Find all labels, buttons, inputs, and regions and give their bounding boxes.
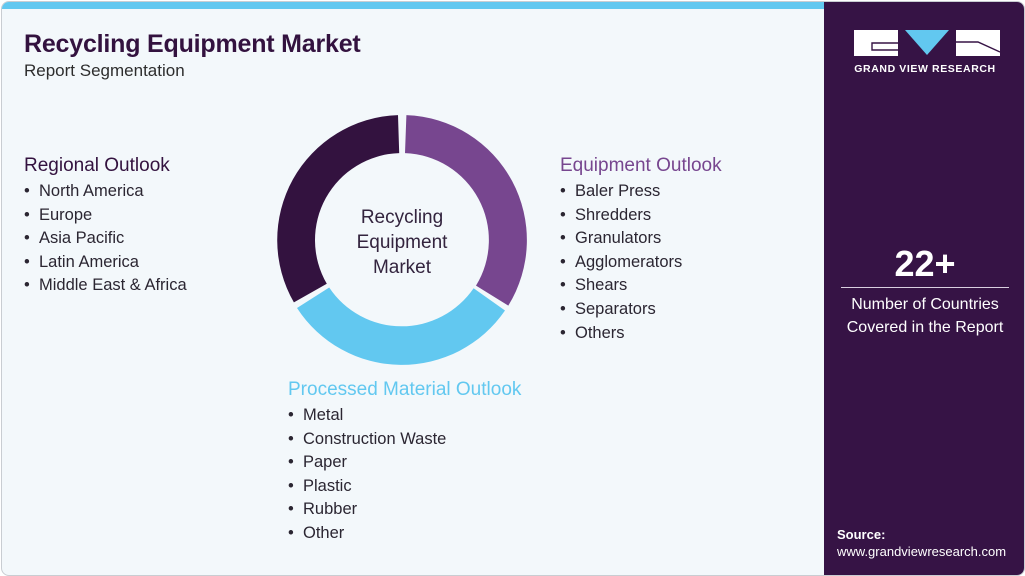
list-item: •Paper [288, 451, 521, 475]
equipment-outlook-section: Equipment Outlook •Baler Press •Shredder… [560, 155, 722, 345]
donut-center-label: Recycling Equipment Market [356, 207, 448, 278]
donut-segment-material [297, 287, 505, 365]
regional-list: •North America •Europe •Asia Pacific •La… [24, 180, 187, 298]
material-list: •Metal •Construction Waste •Paper •Plast… [288, 404, 521, 546]
list-item: •Asia Pacific [24, 227, 187, 251]
bullet-icon: • [288, 476, 294, 495]
bullet-icon: • [288, 500, 294, 519]
list-item: •Other [288, 522, 521, 546]
list-item: •Shredders [560, 204, 722, 228]
list-item: •Shears [560, 274, 722, 298]
list-item: •Granulators [560, 227, 722, 251]
list-item: •Baler Press [560, 180, 722, 204]
list-item: •North America [24, 180, 187, 204]
list-item: •Rubber [288, 498, 521, 522]
section-title: Regional Outlook [24, 155, 170, 176]
bullet-icon: • [560, 276, 566, 295]
list-item: •Others [560, 322, 722, 346]
stat-divider [841, 287, 1009, 288]
bullet-icon: • [288, 429, 294, 448]
regional-outlook-section: Regional Outlook •North America •Europe … [24, 155, 187, 298]
list-item: •Separators [560, 298, 722, 322]
bullet-icon: • [288, 453, 294, 472]
donut-segment-equipment [405, 115, 527, 306]
list-item: •Construction Waste [288, 428, 521, 452]
section-title: Processed Material Outlook [288, 379, 522, 400]
bullet-icon: • [288, 406, 294, 424]
top-accent-bar [2, 2, 824, 9]
countries-count: 22+ [894, 243, 956, 284]
bullet-icon: • [24, 182, 30, 200]
source-label: Source: [837, 527, 886, 542]
list-item: •Plastic [288, 475, 521, 499]
bullet-icon: • [560, 205, 566, 224]
page-subtitle: Report Segmentation [24, 61, 185, 80]
grand-view-research-logo-icon [854, 30, 1000, 56]
bullet-icon: • [24, 229, 30, 248]
donut-segment-regional [277, 115, 400, 303]
list-item: •Metal [288, 404, 521, 428]
segmentation-donut-chart [277, 115, 527, 365]
bullet-icon: • [24, 252, 30, 271]
source-url: www.grandviewresearch.com [837, 544, 1007, 559]
bullet-icon: • [288, 523, 294, 542]
list-item: •Latin America [24, 251, 187, 275]
list-item: •Agglomerators [560, 251, 722, 275]
page-title: Recycling Equipment Market [24, 30, 361, 58]
list-item: •Middle East & Africa [24, 274, 187, 298]
material-outlook-section: Processed Material Outlook •Metal •Const… [288, 379, 521, 546]
section-title: Equipment Outlook [560, 155, 722, 176]
bullet-icon: • [560, 229, 566, 248]
bullet-icon: • [560, 252, 566, 271]
logo-wordmark: GRAND VIEW RESEARCH [854, 63, 996, 75]
list-item: •Europe [24, 204, 187, 228]
bullet-icon: • [560, 299, 566, 318]
bullet-icon: • [24, 205, 30, 224]
countries-count-label: Number of Countries Covered in the Repor… [846, 296, 1004, 336]
brand-side-panel: GRAND VIEW RESEARCH 22+ Number of Countr… [824, 2, 1024, 575]
bullet-icon: • [560, 182, 566, 200]
bullet-icon: • [24, 276, 30, 295]
bullet-icon: • [560, 323, 566, 342]
equipment-list: •Baler Press •Shredders •Granulators •Ag… [560, 180, 722, 345]
